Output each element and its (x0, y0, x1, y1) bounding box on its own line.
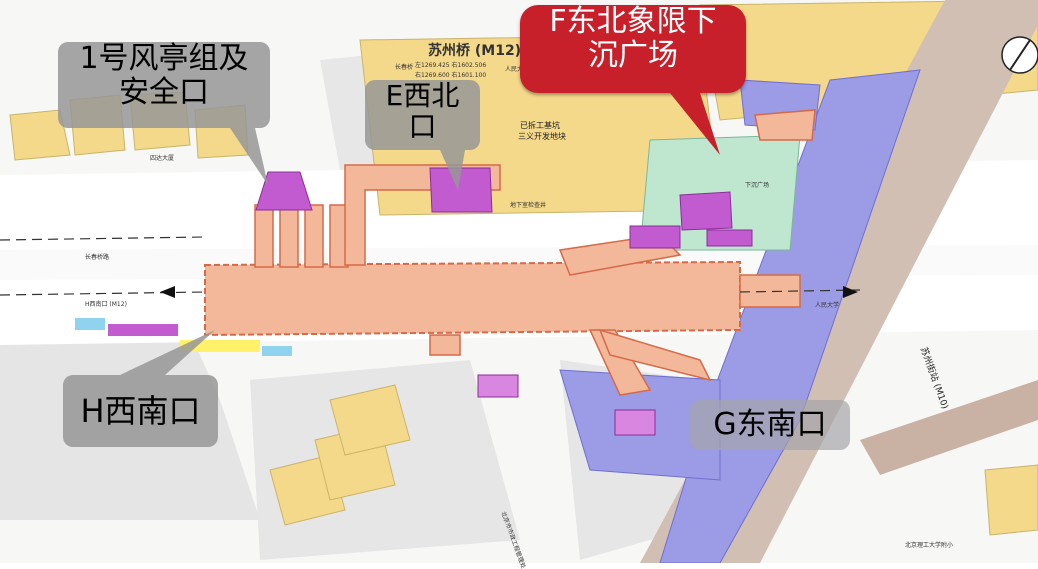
callout-entrance-f: F东北象限下 沉广场 (520, 5, 746, 93)
callout-entrance-h-text: H西南口 (80, 392, 201, 430)
east-direction-arrow (843, 286, 858, 298)
magenta-structure-f-east (706, 229, 753, 247)
west-arrow-label: H西南口 (M12) (85, 301, 127, 308)
callout-entrance-1-line2: 安全口 (119, 74, 209, 110)
demolition-zone-line1: 已拆工基坑 (520, 121, 560, 130)
rail-curve-east (860, 380, 1038, 475)
road-west-label: 长春桥路 (85, 254, 110, 261)
west-direction-arrow (160, 286, 175, 298)
station-box-main (204, 260, 741, 337)
entrance-h-yellow-strip (180, 340, 260, 352)
plaza-structure-magenta (679, 191, 733, 231)
callout-entrance-g-text: G东南口 (713, 407, 827, 442)
entrance-g-box (614, 409, 656, 436)
coords-line-2: 右1269.600 右1601.100 (415, 72, 487, 79)
demolition-zone-line2: 三义开发地块 (518, 132, 566, 141)
entrance-h-cyan-strip-2 (262, 346, 292, 356)
road-dashed-lines (0, 236, 861, 296)
callout-entrance-e: E西北 口 (365, 80, 480, 150)
building-cluster-south (269, 384, 411, 526)
callout-entrance-1: 1号风亭组及 安全口 (58, 42, 270, 128)
f-plaza-label: 下沉广场 (745, 182, 770, 189)
entrance-e-structure (429, 167, 493, 213)
callout-entrance-1-line1: 1号风亭组及 (79, 41, 249, 76)
callout-entrance-f-line2: 沉广场 (588, 37, 678, 73)
small-magenta-box (477, 374, 519, 398)
sidewalk-note-label: 地下室检查井 (510, 202, 547, 209)
callout-entrance-g: G东南口 (690, 400, 850, 450)
residential-west-label: 四达大厦 (150, 155, 175, 162)
east-arrow-label: 人民大学 (815, 302, 840, 309)
entrance-h-cyan-strip (75, 318, 105, 330)
callout-entrance-f-line1: F东北象限下 (549, 4, 717, 39)
callout-entrance-h: H西南口 (63, 375, 218, 447)
ventilation-kiosk-1 (255, 171, 313, 211)
entrance-h-magenta-strip (108, 324, 178, 336)
university-school-label: 北京理工大学附小 (905, 542, 954, 549)
magenta-structure-f-west (629, 225, 681, 249)
building-se-corner (984, 464, 1038, 536)
station-name-label: 苏州桥 (M12) (428, 43, 522, 59)
coords-line-1: 左1269.425 右1602.506 (415, 62, 487, 69)
renmin-daxue-label: 人民大学 (505, 66, 530, 73)
callout-entrance-e-line2: 口 (408, 110, 437, 144)
callout-entrance-e-line1: E西北 (385, 79, 460, 112)
changchun-qiao-label: 长春桥 (395, 64, 414, 71)
